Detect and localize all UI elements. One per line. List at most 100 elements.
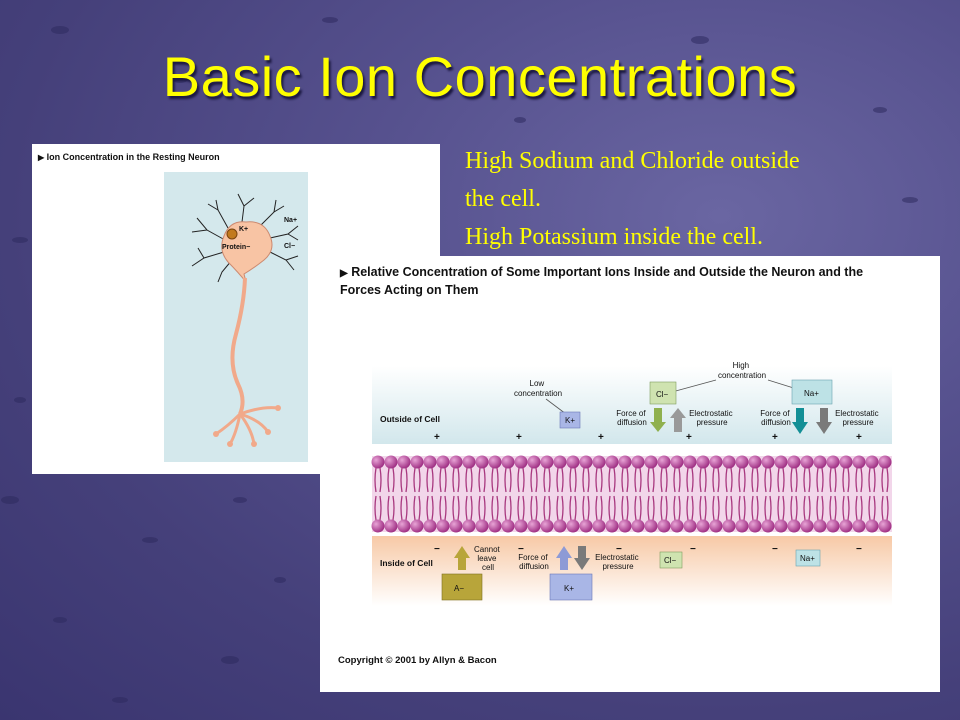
lipid-head: [436, 519, 450, 533]
lipid-head: [826, 519, 840, 533]
lipid-tail: [886, 495, 889, 521]
svg-text:+: +: [772, 432, 778, 443]
lipid-head: [540, 519, 554, 533]
lipid-head: [410, 455, 424, 469]
lipid-head: [696, 519, 710, 533]
chloride-label: Cl−: [284, 243, 295, 250]
chloride-electrostatic-arrow: [670, 408, 686, 432]
lipid-tail: [587, 467, 590, 493]
lipid-tail: [743, 495, 746, 521]
lipid-tail: [600, 467, 603, 493]
chloride-outside-box: [649, 381, 677, 405]
lipid-tail: [574, 467, 577, 493]
lipid-tail: [517, 495, 520, 521]
lipid-tail: [452, 495, 455, 521]
lipid-tail: [652, 467, 655, 493]
sodium-outside-label: Na+: [804, 389, 819, 398]
lipid-head: [566, 519, 580, 533]
outside-cell-label: Outside of Cell: [380, 414, 440, 424]
lipid-tail: [660, 467, 663, 493]
membrane-diagram: Outside of Cell Inside of Cell + + + + +…: [371, 361, 892, 606]
lipid-tail: [465, 495, 468, 521]
lipid-tail: [730, 495, 733, 521]
lipid-tail: [379, 495, 382, 521]
lipid-tail: [400, 495, 403, 521]
svg-text:+: +: [686, 432, 692, 443]
extracellular-fluid-box: [164, 172, 308, 462]
lipid-tail: [704, 467, 707, 493]
low-concentration-leader: [545, 398, 567, 415]
svg-text:+: +: [856, 432, 862, 443]
lipid-head: [488, 455, 502, 469]
lipid-tail: [613, 495, 616, 521]
lipid-tail: [491, 495, 494, 521]
anion-upward-arrow: [454, 546, 470, 570]
svg-text:+: +: [598, 432, 604, 443]
lipid-tail: [504, 467, 507, 493]
lipid-head: [852, 455, 866, 469]
bullet-text: High Sodium and Chloride outside the cel…: [465, 142, 935, 256]
lipid-tail: [634, 495, 637, 521]
lipid-tail: [821, 467, 824, 493]
lipid-tail: [691, 467, 694, 493]
lipid-tail: [478, 467, 481, 493]
lipid-tail: [647, 495, 650, 521]
lipid-tail: [829, 467, 832, 493]
lipid-tail: [621, 467, 624, 493]
lipid-head: [813, 519, 827, 533]
lipid-tail: [886, 467, 889, 493]
lipid-head: [748, 519, 762, 533]
lipid-head: [696, 455, 710, 469]
lipid-head: [761, 519, 775, 533]
lipid-tail: [509, 467, 512, 493]
potassium-inside-label: K+: [564, 584, 574, 593]
lipid-head: [709, 519, 723, 533]
lipid-head: [631, 455, 645, 469]
lipid-tail: [608, 495, 611, 521]
potassium-outside-label: K+: [565, 416, 575, 425]
lipid-head: [644, 519, 658, 533]
lipid-tail: [665, 467, 668, 493]
lipid-head: [553, 519, 567, 533]
lipid-tail: [535, 467, 538, 493]
lipid-head: [852, 519, 866, 533]
lipid-tail: [387, 495, 390, 521]
lipid-tail: [751, 495, 754, 521]
lipid-tail: [595, 495, 598, 521]
lipid-tail: [392, 495, 395, 521]
lipid-tail: [522, 495, 525, 521]
lipid-tail: [543, 495, 546, 521]
axon: [230, 277, 247, 415]
lipid-tail: [847, 495, 850, 521]
cannot-leave-label: Cannot leave cell: [474, 545, 502, 572]
sodium-inside-box: [795, 549, 821, 567]
membrane-core: [372, 456, 892, 532]
svg-text:+: +: [516, 432, 522, 443]
lipid-head: [527, 519, 541, 533]
lipid-head: [436, 455, 450, 469]
lipid-tail: [639, 495, 642, 521]
lipid-tail: [374, 467, 377, 493]
sodium-diffusion-arrow: [792, 408, 808, 434]
lipid-head: [566, 455, 580, 469]
lipid-head: [865, 519, 879, 533]
lipid-tail: [626, 467, 629, 493]
lipid-tail: [829, 495, 832, 521]
chloride-force-label: Force of diffusion: [616, 409, 648, 427]
high-concentration-label: High concentration: [718, 361, 766, 380]
plus-charges: + + + + + +: [434, 432, 862, 443]
dendrites: [191, 193, 299, 283]
lipid-tail: [842, 467, 845, 493]
lipid-tail: [777, 495, 780, 521]
lipid-tail: [777, 467, 780, 493]
membrane-figure-panel: ▶ Relative Concentration of Some Importa…: [320, 256, 940, 692]
lipid-head: [670, 455, 684, 469]
lipid-head: [475, 455, 489, 469]
lipid-tail: [764, 467, 767, 493]
lipid-tail: [452, 467, 455, 493]
lipid-head: [423, 455, 437, 469]
lipid-tail: [439, 495, 442, 521]
lipid-head: [722, 519, 736, 533]
